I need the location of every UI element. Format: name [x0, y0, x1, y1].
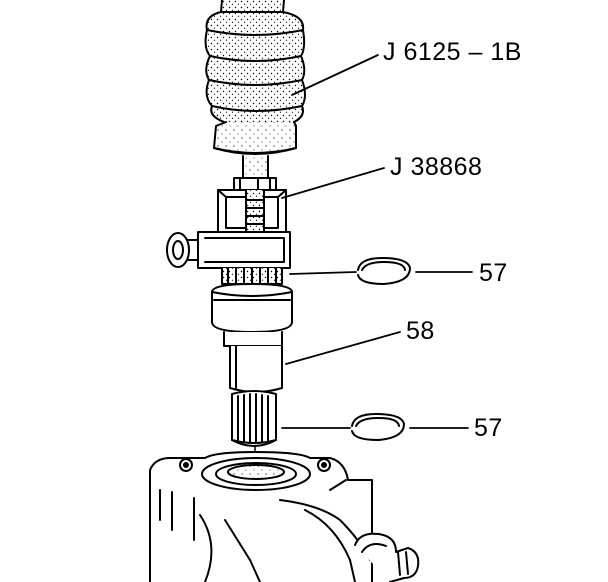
slide-hammer-handle [204, 0, 306, 179]
retaining-ring-upper [357, 257, 411, 285]
callout-j38868: J 38868 [390, 153, 483, 181]
callout-57-upper: 57 [479, 259, 508, 287]
leader-lines [281, 54, 473, 429]
callout-57-lower: 57 [474, 414, 503, 442]
retaining-ring-lower [351, 413, 405, 441]
callout-58: 58 [406, 317, 435, 345]
gear-housing [149, 451, 420, 582]
callout-j6125-1b: J 6125 – 1B [383, 38, 522, 66]
bearing-adapter-tool [166, 177, 291, 285]
shaft-assembly [211, 283, 293, 485]
